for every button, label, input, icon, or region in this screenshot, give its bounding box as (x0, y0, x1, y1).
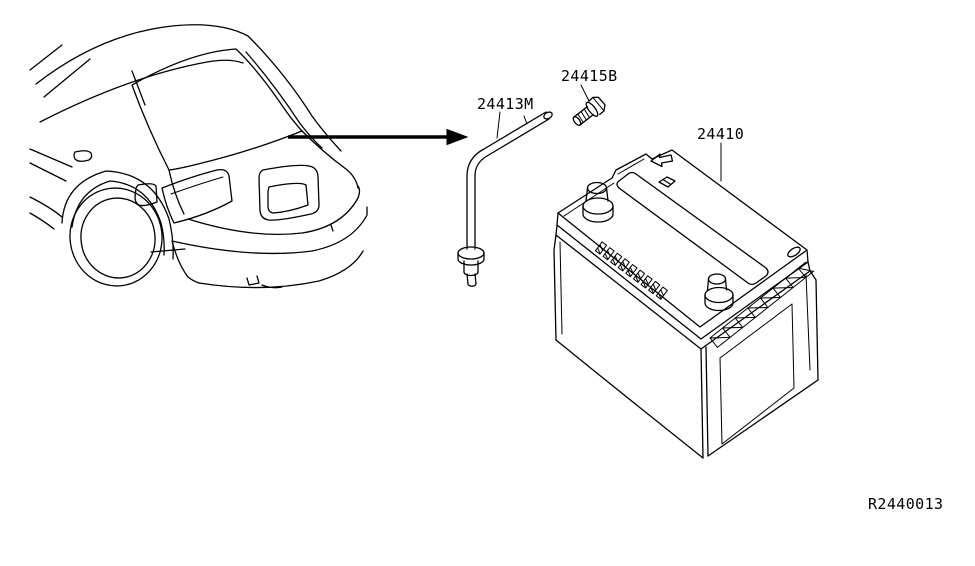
battery-24410-illustration (553, 149, 819, 459)
leader-line-24413m (496, 111, 501, 139)
leader-lines (496, 84, 722, 182)
vent-caps (594, 241, 668, 300)
bolt-24415b-illustration (572, 96, 606, 126)
part-label-24410[interactable]: 24410 (697, 125, 745, 143)
ribbed-ledge (709, 261, 814, 348)
diagram-ref-code: R2440013 (868, 495, 944, 513)
vent-direction-arrow-icon (650, 153, 674, 168)
part-label-24415b[interactable]: 24415B (561, 67, 618, 85)
callout-arrow (288, 128, 469, 146)
rod-24413m-illustration (457, 111, 553, 287)
part-label-24413m[interactable]: 24413M (477, 95, 534, 113)
car-rear-illustration (29, 24, 368, 289)
leader-line-24415b (580, 84, 590, 102)
